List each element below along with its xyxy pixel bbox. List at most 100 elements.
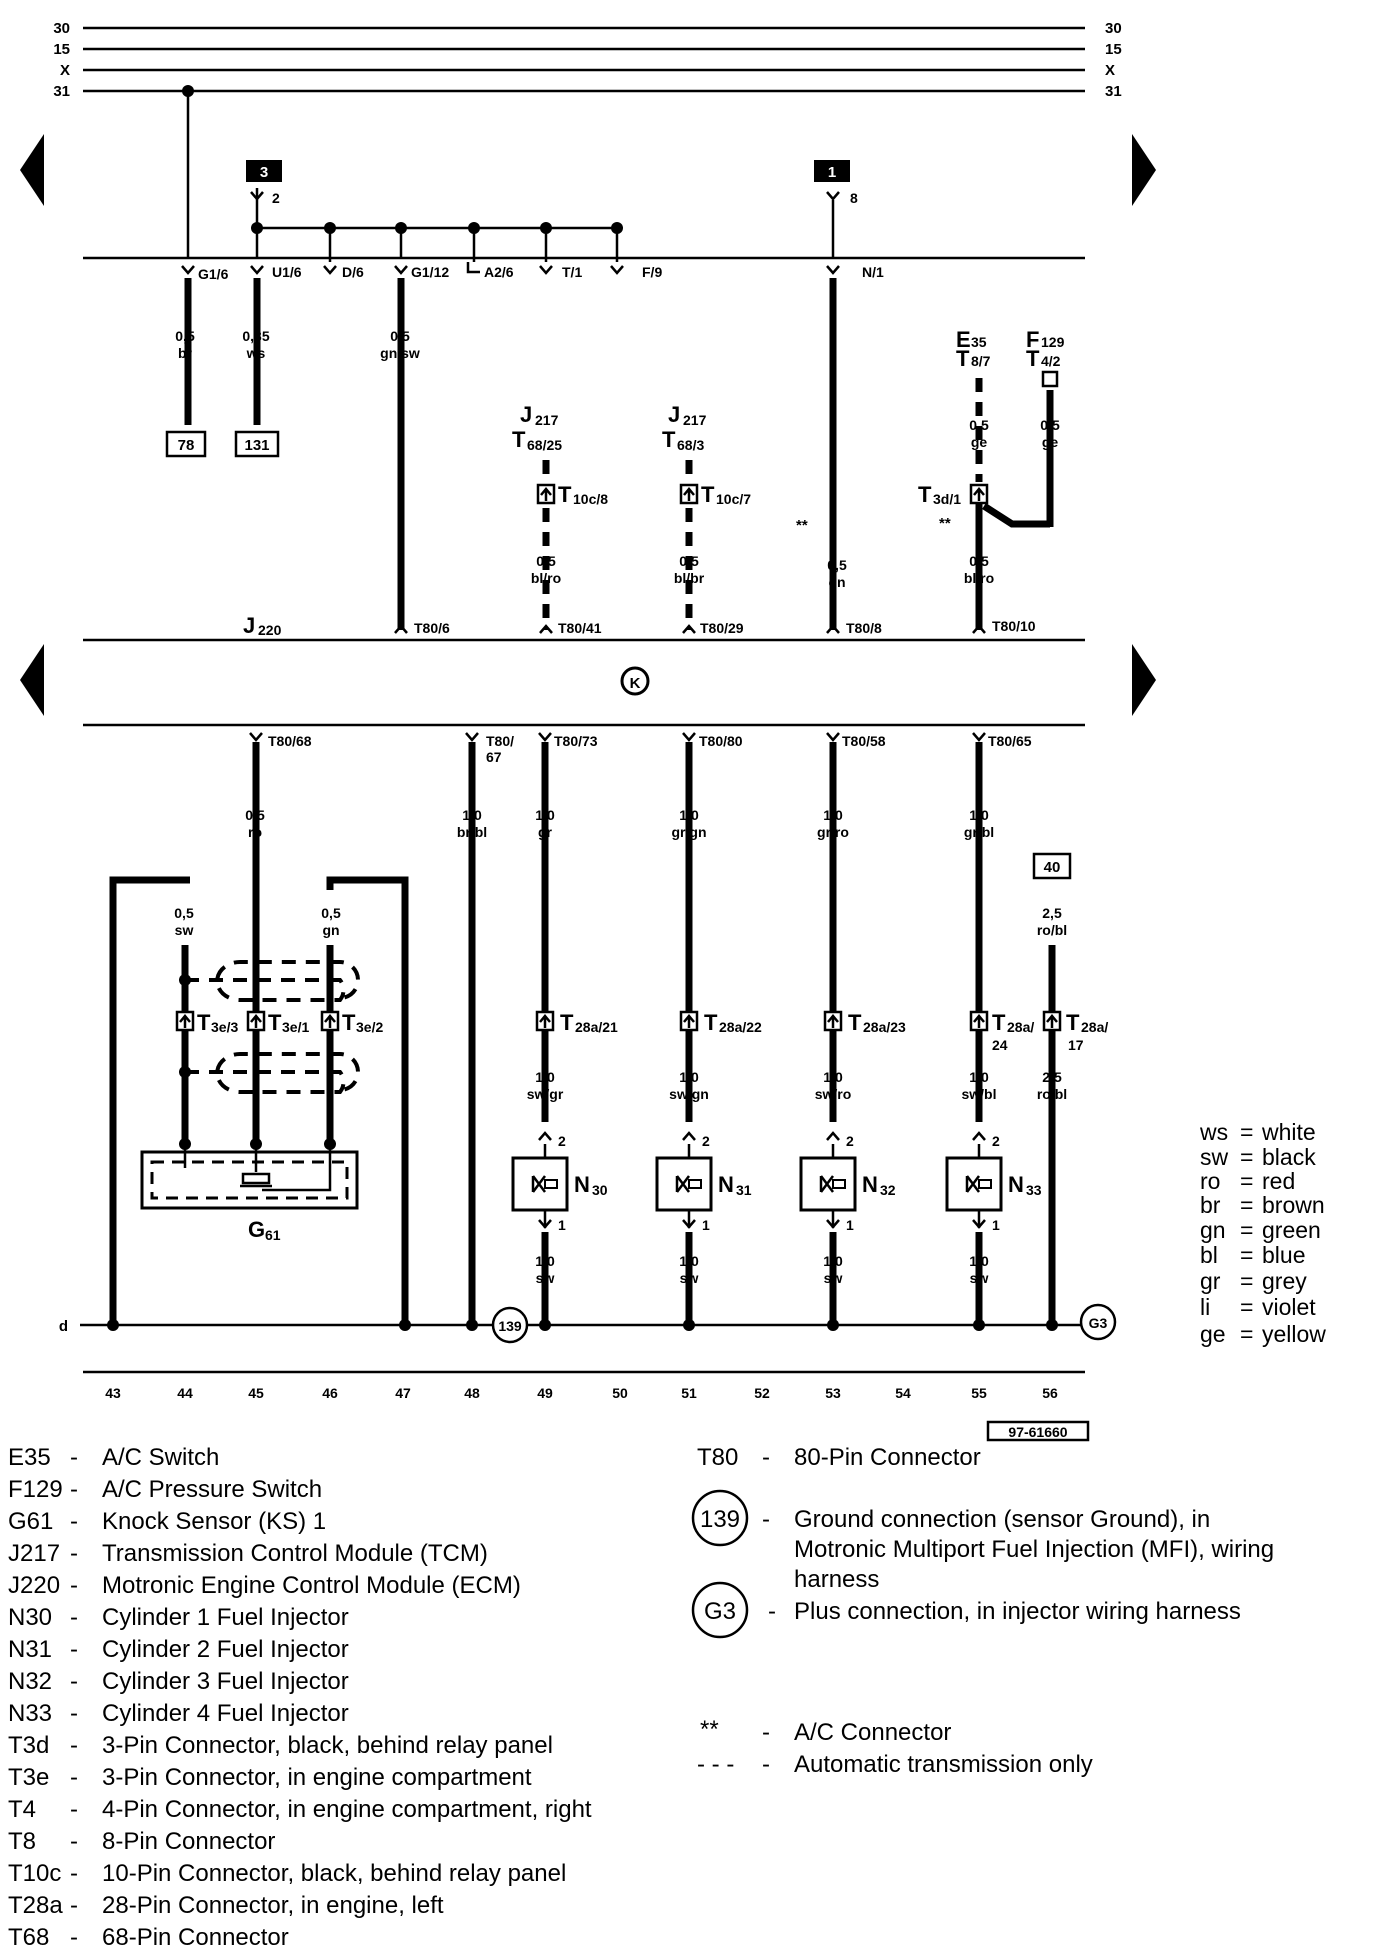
knock-sensor-g61: G 61 — [140, 1138, 359, 1243]
svg-text:T3d: T3d — [8, 1732, 49, 1759]
svg-text:0,5: 0,5 — [175, 328, 195, 344]
svg-text:-: - — [70, 1572, 78, 1599]
ref-box-40: 40 — [1032, 852, 1072, 880]
svg-text:=: = — [1240, 1268, 1253, 1294]
next-page-arrow-icon-lower[interactable] — [1132, 644, 1156, 716]
svg-text:T: T — [848, 1010, 862, 1035]
svg-text:-: - — [70, 1924, 78, 1951]
svg-text:br: br — [1200, 1192, 1221, 1218]
conn-d-6: D/6 — [342, 264, 364, 280]
svg-text:F: F — [1026, 327, 1039, 352]
svg-text:-: - — [70, 1444, 78, 1471]
pin-t80-41: T80/41 — [558, 620, 602, 636]
e35-t8-label: E 35 T 8/7 — [956, 327, 991, 371]
svg-text:sw/gn: sw/gn — [669, 1086, 709, 1102]
svg-text:ws: ws — [1199, 1119, 1228, 1145]
svg-text:gr/bl: gr/bl — [964, 824, 994, 840]
svg-text:=: = — [1240, 1242, 1253, 1268]
svg-text:1,0: 1,0 — [823, 807, 843, 823]
injector-n32: 2 1 N 32 — [799, 1131, 896, 1233]
ref-3-pin: 2 — [272, 190, 280, 206]
svg-text:ro: ro — [1200, 1168, 1220, 1194]
svg-text:48: 48 — [464, 1385, 480, 1401]
svg-text:217: 217 — [535, 412, 559, 428]
svg-text:-: - — [70, 1540, 78, 1567]
t10c-7-connector: T 10c/7 — [679, 482, 751, 507]
svg-text:gr/gn: gr/gn — [672, 824, 707, 840]
svg-text:1: 1 — [992, 1217, 1000, 1233]
svg-text:blue: blue — [1262, 1242, 1305, 1268]
legend-right: T80 - 80-Pin Connector 139 - Ground conn… — [691, 1444, 1274, 1778]
t28a-connectors: T 28a/21 T 28a/22 T 28a/23 T 28a/ 24 T 2… — [535, 1010, 1108, 1053]
svg-text:-: - — [70, 1700, 78, 1727]
svg-text:-: - — [70, 1508, 78, 1535]
pin-t80-73: T80/73 — [554, 733, 598, 749]
svg-text:67: 67 — [486, 749, 502, 765]
svg-text:Ground connection (sensor Grou: Ground connection (sensor Ground), in — [794, 1506, 1210, 1533]
svg-text:0,5: 0,5 — [321, 905, 341, 921]
svg-text:green: green — [1262, 1217, 1321, 1243]
svg-text:=: = — [1240, 1294, 1253, 1320]
svg-text:bl/ro: bl/ro — [964, 570, 994, 586]
svg-text:red: red — [1262, 1168, 1295, 1194]
prev-page-arrow-icon-lower[interactable] — [20, 644, 44, 716]
svg-text:-: - — [762, 1719, 770, 1746]
svg-text:G3: G3 — [1089, 1315, 1108, 1331]
svg-text:=: = — [1240, 1168, 1253, 1194]
svg-text:55: 55 — [971, 1385, 987, 1401]
pin-t80-10: T80/10 — [992, 618, 1036, 634]
ref-box-78: 78 — [165, 430, 207, 458]
svg-text:61: 61 — [265, 1227, 281, 1243]
svg-text:T3e: T3e — [8, 1764, 49, 1791]
svg-text:gr: gr — [538, 824, 553, 840]
svg-text:T: T — [268, 1010, 282, 1035]
svg-text:br: br — [178, 345, 193, 361]
t3e-connectors: T 3e/3 T 3e/1 T 3e/2 — [175, 1010, 383, 1035]
svg-text:33: 33 — [1026, 1182, 1042, 1198]
svg-text:ge: ge — [1042, 434, 1059, 450]
svg-text:=: = — [1240, 1217, 1253, 1243]
svg-text:0,5: 0,5 — [679, 553, 699, 569]
ground-139-symbol: 139 — [491, 1306, 529, 1344]
svg-text:52: 52 — [754, 1385, 770, 1401]
color-key: ws=white sw=black ro=red br=brown gn=gre… — [1199, 1119, 1326, 1347]
svg-text:gn: gn — [828, 574, 845, 590]
ref-box-3: 3 2 — [246, 160, 282, 206]
svg-text:220: 220 — [258, 622, 282, 638]
svg-text:J220: J220 — [8, 1572, 60, 1599]
svg-text:sw/bl: sw/bl — [961, 1086, 996, 1102]
next-page-arrow-icon[interactable] — [1132, 134, 1156, 206]
svg-text:bl/ro: bl/ro — [531, 570, 561, 586]
j217-t68-3-label: J 217 T 68/3 — [662, 402, 707, 453]
t10c-8-connector: T 10c/8 — [536, 482, 608, 507]
svg-text:Cylinder 3 Fuel Injector: Cylinder 3 Fuel Injector — [102, 1668, 349, 1695]
svg-text:3: 3 — [260, 164, 268, 181]
svg-text:28a/: 28a/ — [1081, 1019, 1108, 1035]
svg-text:yellow: yellow — [1262, 1321, 1326, 1347]
shield-wire-right — [326, 876, 409, 1322]
svg-text:T: T — [558, 482, 572, 507]
svg-text:T28a: T28a — [8, 1892, 63, 1919]
svg-text:49: 49 — [537, 1385, 553, 1401]
svg-text:K: K — [630, 675, 641, 692]
svg-text:T: T — [512, 427, 526, 452]
svg-text:1,0: 1,0 — [535, 807, 555, 823]
prev-page-arrow-icon[interactable] — [20, 134, 44, 206]
svg-text:ro: ro — [248, 824, 262, 840]
svg-text:Transmission Control Module (T: Transmission Control Module (TCM) — [102, 1540, 488, 1567]
svg-text:=: = — [1240, 1119, 1253, 1145]
svg-text:sw: sw — [536, 1270, 555, 1286]
svg-text:gr/ro: gr/ro — [817, 824, 849, 840]
svg-text:3e/2: 3e/2 — [356, 1019, 383, 1035]
power-rails: 30 15 X 31 30 15 X 31 — [53, 20, 1121, 100]
svg-text:-: - — [70, 1796, 78, 1823]
svg-text:50: 50 — [612, 1385, 628, 1401]
ac-connector-stars-1: ** — [796, 517, 808, 534]
svg-text:1,0: 1,0 — [679, 1253, 699, 1269]
document-id: 97-61660 — [986, 1420, 1090, 1442]
svg-text:31: 31 — [736, 1182, 752, 1198]
conn-t-1: T/1 — [562, 264, 582, 280]
conn-g1-12: G1/12 — [411, 264, 449, 280]
svg-text:T8: T8 — [8, 1828, 36, 1855]
shield-loop-lower — [185, 1052, 360, 1094]
